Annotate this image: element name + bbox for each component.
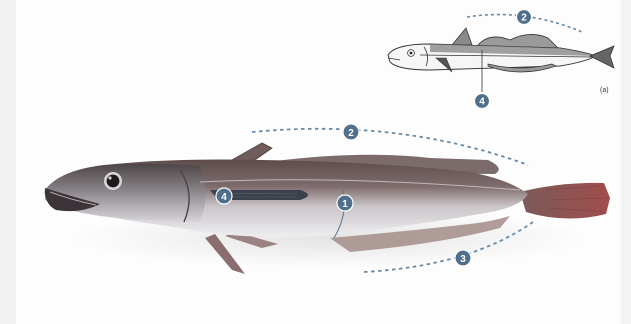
marker-photo-pectoral: 4 xyxy=(216,188,232,204)
marker-sketch-pectoral-label: 4 xyxy=(479,97,485,108)
fish-sketch: (a) xyxy=(388,15,614,94)
marker-photo-pectoral-label: 4 xyxy=(221,192,227,203)
marker-sketch-pectoral: 4 xyxy=(475,94,490,109)
photo-caudal-fin xyxy=(520,183,610,219)
marker-photo-lateral-line: 1 xyxy=(337,195,353,211)
marker-sketch-dorsal-label: 2 xyxy=(521,13,527,24)
sketch-first-dorsal-fin xyxy=(452,28,472,45)
marker-photo-dorsal-label: 2 xyxy=(348,128,354,139)
photo-first-dorsal-fin xyxy=(232,143,272,162)
marker-photo-lateral-line-label: 1 xyxy=(342,199,348,210)
sketch-caudal-fin xyxy=(590,46,614,68)
marker-photo-anal: 3 xyxy=(455,250,471,266)
sketch-caption: (a) xyxy=(600,87,609,94)
marker-sketch-dorsal: 2 xyxy=(517,10,532,25)
marker-photo-dorsal: 2 xyxy=(343,124,359,140)
fish-photo xyxy=(45,143,610,274)
marker-photo-anal-label: 3 xyxy=(460,254,466,265)
